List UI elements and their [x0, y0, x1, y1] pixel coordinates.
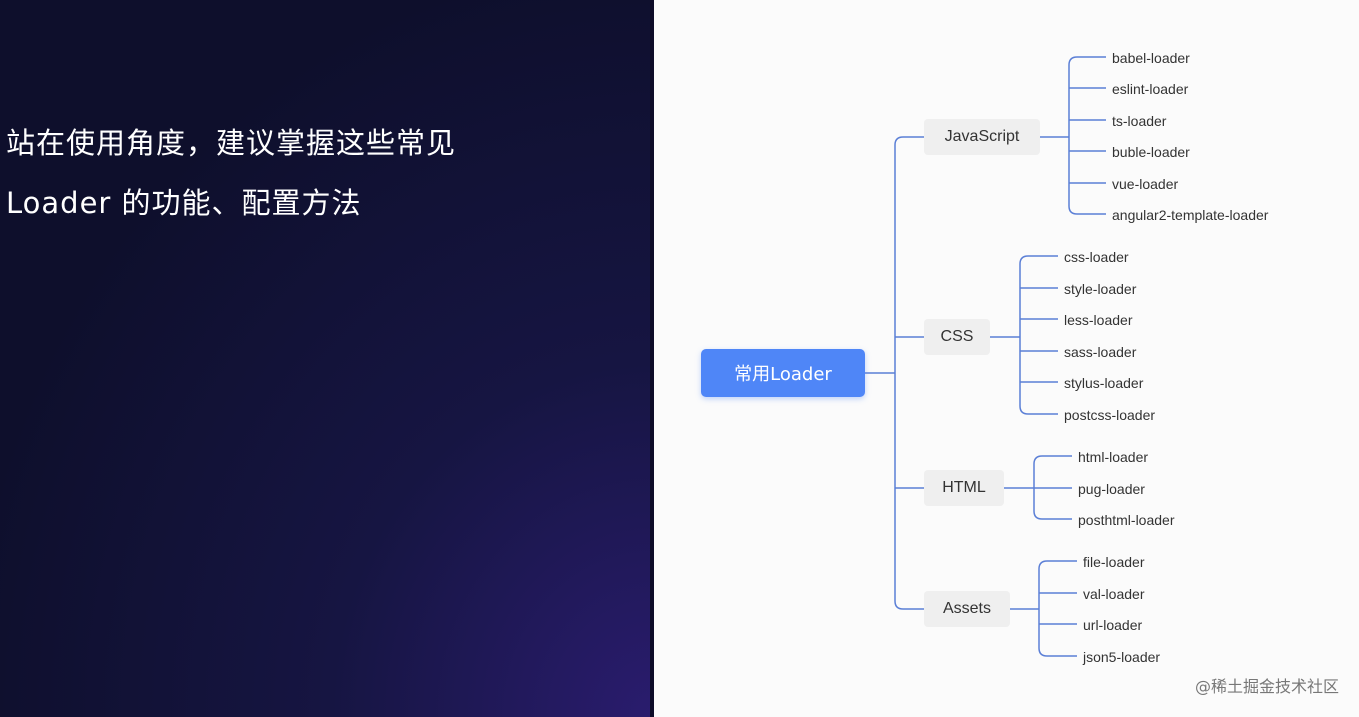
leaf-json5-loader: json5-loader [1083, 649, 1161, 665]
leaf-posthtml-loader: posthtml-loader [1078, 512, 1175, 528]
heading-line-1: 站在使用角度，建议掌握这些常见 [6, 126, 457, 160]
branch-node-javascript: JavaScript [924, 119, 1040, 155]
leaf-buble-loader: buble-loader [1112, 144, 1190, 160]
connector-leaf-2-2 [1033, 510, 1072, 520]
connector-leaf-1-0 [1019, 255, 1058, 265]
connector-leaf-2-0 [1033, 455, 1072, 465]
leaf-style-loader: style-loader [1064, 281, 1137, 297]
leaf-pug-loader: pug-loader [1078, 481, 1145, 497]
mindmap-panel: 常用Loader JavaScript CSS HTML Assets babe… [654, 0, 1359, 717]
slide-left-panel: 站在使用角度，建议掌握这些常见 Loader 的功能、配置方法 [0, 0, 654, 717]
leaf-postcss-loader: postcss-loader [1064, 407, 1156, 423]
connector-leaf-0-0 [1068, 56, 1106, 66]
leaf-stylus-loader: stylus-loader [1064, 375, 1144, 391]
leaf-eslint-loader: eslint-loader [1112, 81, 1189, 97]
leaf-url-loader: url-loader [1083, 617, 1143, 633]
connector-leaf-3-3 [1038, 647, 1077, 657]
heading-line-2: Loader 的功能、配置方法 [6, 186, 362, 220]
leaf-val-loader: val-loader [1083, 586, 1145, 602]
branch-node-assets: Assets [924, 591, 1010, 627]
leaf-ts-loader: ts-loader [1112, 113, 1167, 129]
leaf-file-loader: file-loader [1083, 554, 1145, 570]
connector-branch-0 [894, 136, 924, 146]
leaf-vue-loader: vue-loader [1112, 176, 1179, 192]
panel-divider [650, 0, 654, 717]
connector-leaf-3-0 [1038, 560, 1077, 570]
leaf-css-loader: css-loader [1064, 249, 1129, 265]
leaf-angular2-template-loader: angular2-template-loader [1112, 207, 1269, 223]
root-node: 常用Loader [701, 349, 865, 397]
branch-node-html: HTML [924, 470, 1004, 506]
leaf-sass-loader: sass-loader [1064, 344, 1137, 360]
mindmap-connectors [865, 56, 1106, 657]
leaf-babel-loader: babel-loader [1112, 50, 1190, 66]
watermark: @稀土掘金技术社区 [1194, 677, 1339, 696]
connector-leaf-0-5 [1068, 205, 1106, 215]
branch-node-css: CSS [924, 319, 990, 355]
connector-leaf-1-5 [1019, 405, 1058, 415]
connector-branch-3 [894, 600, 924, 610]
leaf-html-loader: html-loader [1078, 449, 1149, 465]
leaf-less-loader: less-loader [1064, 312, 1133, 328]
